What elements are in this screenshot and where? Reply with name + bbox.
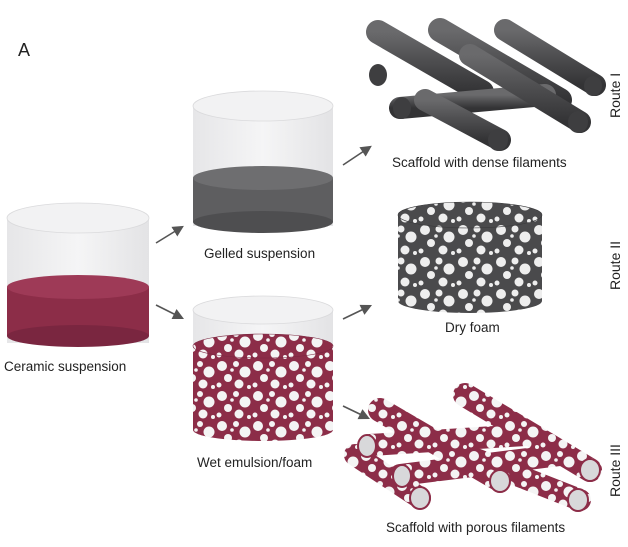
dense-filament-scaffold (366, 18, 606, 151)
dense-scaffold-label: Scaffold with dense filaments (392, 155, 567, 170)
porous-filament-scaffold (344, 383, 602, 512)
arrow-to-gelled (155, 225, 184, 244)
porous-scaffold-label: Scaffold with porous filaments (386, 520, 565, 535)
arrow-to-porous-scaffold (342, 405, 371, 420)
ceramic-suspension-label: Ceramic suspension (4, 359, 126, 374)
wet-emulsion-container (192, 295, 334, 441)
panel-label: A (18, 40, 30, 60)
arrow-to-emulsion (155, 304, 185, 320)
arrow-to-dry-foam (342, 304, 373, 320)
gelled-suspension-container (192, 90, 334, 233)
arrow-to-dense-scaffold (342, 145, 372, 166)
route-3-label: Route III (607, 444, 623, 497)
gelled-suspension-label: Gelled suspension (204, 246, 315, 261)
route-1-label: Route I (607, 73, 623, 118)
dry-foam-label: Dry foam (445, 320, 500, 335)
ceramic-suspension-container (6, 202, 150, 347)
route-2-label: Route II (607, 241, 623, 290)
process-arrows (155, 145, 373, 420)
wet-emulsion-label: Wet emulsion/foam (197, 455, 312, 470)
dry-foam-cylinder (397, 201, 543, 313)
